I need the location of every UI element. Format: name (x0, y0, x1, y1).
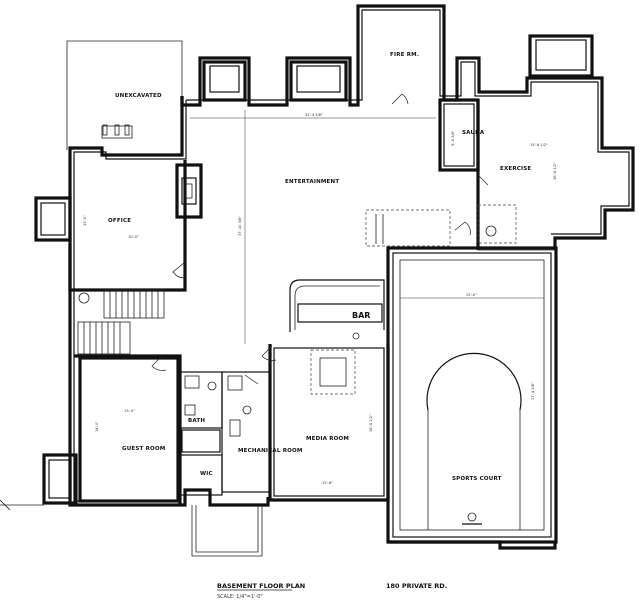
entertainment-room: ENTERTAINMENT 32'-4 3/8" 37'-10 3/8" (190, 110, 471, 344)
media-width-dim: 15'-6" (322, 481, 333, 485)
bar-label: BAR (352, 311, 370, 320)
unexcavated-label: UNEXCAVATED (115, 93, 162, 99)
guest-depth-dim: 14'-0" (95, 421, 99, 432)
title-block: BASEMENT FLOOR PLAN SCALE: 1/4"=1'-0" 18… (217, 582, 447, 600)
media-room-label: MEDIA ROOM (306, 436, 349, 442)
drawing-title: BASEMENT FLOOR PLAN (217, 582, 305, 590)
sports-court-label: SPORTS COURT (452, 476, 502, 482)
media-room: MEDIA ROOM 15'-6" 16'-6 1/2" (261, 344, 390, 502)
guest-width-dim: 13'-0" (124, 409, 135, 413)
exercise-width-dim: 15'-6 1/2" (530, 143, 548, 147)
drawing-scale: SCALE: 1/4"=1'-0" (217, 594, 263, 600)
office-depth-dim: 13'-0" (83, 215, 87, 226)
media-depth-dim: 16'-6 1/2" (369, 414, 373, 432)
exterior-walls (68, 4, 635, 507)
fire-room-label: FIRE RM. (390, 52, 419, 58)
sauna-label: SAUNA (462, 130, 485, 136)
office-width-dim: 10'-0" (128, 235, 139, 239)
guest-room: GUEST ROOM 13'-0" 14'-0" (74, 354, 182, 505)
bath-room: BATH (179, 371, 223, 429)
exercise-label: EXERCISE (500, 166, 531, 172)
entertainment-depth-dim: 37'-10 3/8" (238, 216, 242, 236)
guest-room-label: GUEST ROOM (122, 446, 165, 452)
fire-room: FIRE RM. (390, 52, 419, 105)
sports-depth-dim: 37'-4 3/8" (531, 382, 535, 400)
mechanical-room: MECHANICAL ROOM (221, 371, 302, 493)
stairs (77, 289, 165, 355)
unexcavated-area: UNEXCAVATED (66, 40, 183, 150)
window-wells (0, 34, 594, 511)
lower-entry (191, 505, 557, 557)
bath-shower (181, 429, 221, 453)
entertainment-label: ENTERTAINMENT (285, 179, 339, 185)
sauna-dimension: 5'-6 3/8" (451, 130, 455, 146)
office-label: OFFICE (108, 218, 131, 224)
exercise-room: EXERCISE 15'-6 1/2" 16'-6 1/2" (476, 100, 557, 251)
entertainment-width-dim: 32'-4 3/8" (305, 113, 323, 117)
exercise-depth-dim: 16'-6 1/2" (553, 162, 557, 180)
bar-counter: BAR (289, 279, 385, 340)
sports-court: 25'-0" 37'-4 3/8" SPORTS COURT (386, 246, 558, 544)
drawing-address: 180 PRIVATE RD. (386, 582, 447, 590)
bath-label: BATH (188, 418, 205, 424)
wic-label: WIC (200, 471, 213, 477)
office-room: OFFICE 10'-0" 13'-0" (68, 160, 203, 292)
sports-width-dim: 25'-0" (466, 293, 477, 297)
